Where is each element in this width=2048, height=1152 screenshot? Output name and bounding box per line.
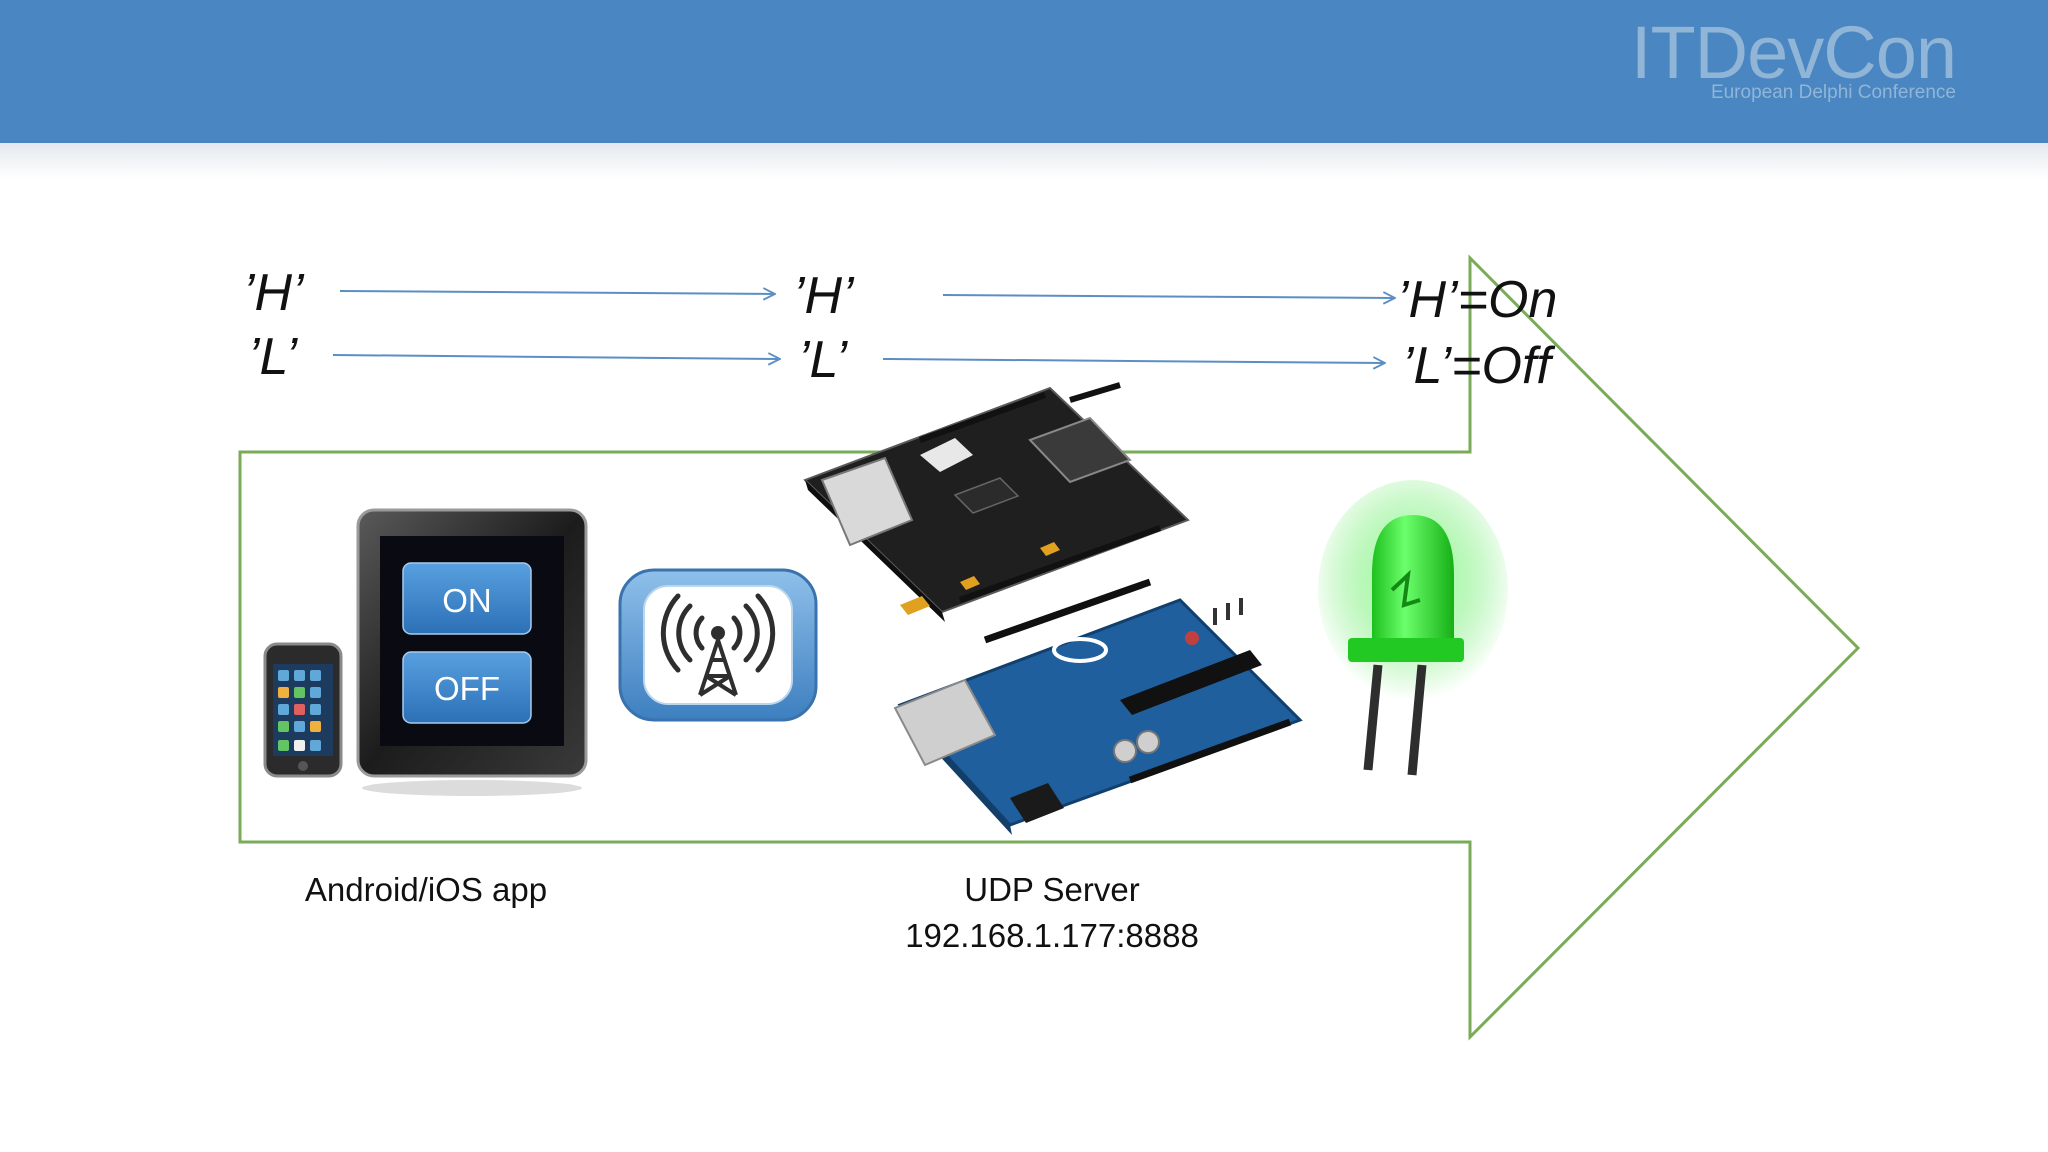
caption-app-text: Android/iOS app — [304, 871, 548, 908]
caption-app: Android/iOS app — [286, 867, 566, 913]
arrow-server-to-led-h — [942, 295, 1395, 298]
green-led — [1318, 480, 1508, 776]
message-app-l: ’L’ — [248, 328, 298, 386]
message-led-h: ’H’=On — [1397, 271, 1558, 329]
message-led-l: ’L’=Off — [1402, 337, 1551, 395]
message-app-h: ’H’ — [243, 264, 304, 322]
off-button[interactable]: OFF — [402, 651, 532, 724]
logo-main-text: ITDevCon — [1630, 11, 1957, 94]
logo-sub-text: European Delphi Conference — [1710, 82, 1956, 103]
big-flow-arrow — [238, 254, 1861, 1041]
arrow-app-to-server-h — [339, 291, 775, 294]
arduino-uno-board — [893, 578, 1303, 835]
wifi-antenna-icon — [618, 568, 818, 722]
ethernet-shield-board — [803, 382, 1190, 622]
off-button-label: OFF — [434, 670, 500, 707]
arrow-app-to-server-l — [332, 355, 780, 359]
caption-server-title: UDP Server — [964, 871, 1140, 908]
arrow-server-to-led-l — [882, 359, 1385, 363]
header-bar — [0, 0, 2048, 143]
smartphone-icon — [263, 642, 343, 778]
on-button[interactable]: ON — [402, 562, 532, 635]
message-server-l: ’L’ — [798, 331, 848, 389]
message-server-h: ’H’ — [793, 267, 854, 325]
conference-logo: ITDevCon European Delphi Conference — [1630, 11, 1957, 103]
header-shadow — [0, 143, 2048, 179]
caption-udp-server: UDP Server 192.168.1.177:8888 — [852, 867, 1252, 959]
on-button-label: ON — [442, 582, 492, 619]
caption-server-address: 192.168.1.177:8888 — [905, 917, 1199, 954]
